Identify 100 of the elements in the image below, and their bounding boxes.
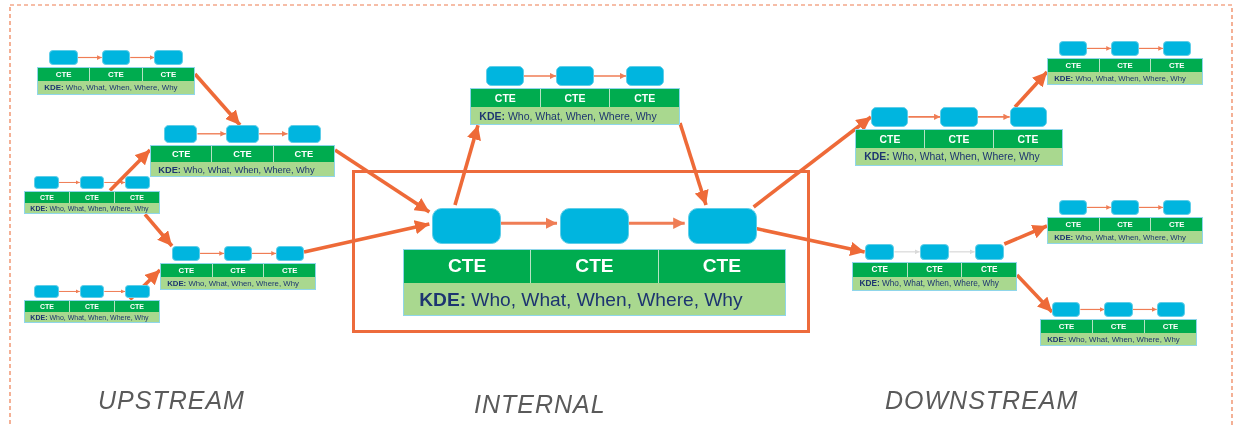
process-box <box>1009 107 1048 127</box>
arrow <box>1015 273 1054 314</box>
process-box <box>79 285 105 298</box>
arrow <box>1138 205 1164 210</box>
cte-kde-table <box>1047 216 1203 244</box>
kde-text: KDE: Who, What, When, Where, Why <box>858 277 1000 290</box>
process-box <box>34 176 59 189</box>
arrow <box>108 148 152 192</box>
process-box <box>1052 302 1081 317</box>
process-box <box>560 208 629 245</box>
cte-kde-table <box>160 262 316 290</box>
kde-text: KDE: Who, What, When, Where, Why <box>863 149 1041 164</box>
cte-kde-table <box>852 261 1017 291</box>
cte-cell: CTE <box>212 145 274 162</box>
cte-kde-table <box>855 129 1063 166</box>
cte-cell: CTE <box>531 249 659 283</box>
cte-cell: CTE <box>925 130 994 148</box>
process-box <box>864 244 895 260</box>
arrow <box>907 113 942 120</box>
cte-cell: CTE <box>907 262 963 277</box>
arrow <box>498 217 558 229</box>
cte-kde-table <box>1047 57 1203 85</box>
process-box <box>1162 41 1192 56</box>
process-box <box>919 244 950 260</box>
arrow <box>752 115 873 209</box>
process-box <box>1110 200 1140 215</box>
arrow <box>948 249 976 255</box>
arrow <box>1079 307 1105 312</box>
process-box <box>49 50 78 65</box>
process-box <box>1156 302 1185 317</box>
arrow <box>128 268 162 301</box>
section-label: DOWNSTREAM <box>885 386 1079 415</box>
arrow <box>1086 46 1112 51</box>
cte-cell: CTE <box>404 249 532 283</box>
cte-cell: CTE <box>994 130 1062 148</box>
cte-cell: CTE <box>856 130 925 148</box>
process-box <box>164 125 198 143</box>
kde-text: KDE: Who, What, When, Where, Why <box>157 163 316 177</box>
cte-kde-table <box>403 248 786 316</box>
arrow <box>1138 46 1164 51</box>
cte-cell: CTE <box>151 145 213 162</box>
section-label: UPSTREAM <box>98 386 245 415</box>
process-box <box>1058 41 1088 56</box>
cte-cell: CTE <box>273 145 334 162</box>
process-box <box>287 125 321 143</box>
arrow <box>251 251 277 256</box>
arrow <box>76 55 103 60</box>
arrow <box>303 220 430 254</box>
process-box <box>974 244 1005 260</box>
section-label: INTERNAL <box>474 390 606 419</box>
arrow <box>58 289 81 294</box>
internal-frame <box>352 170 810 333</box>
arrow <box>523 72 557 80</box>
arrow <box>1132 307 1158 312</box>
kde-text: KDE: Who, What, When, Where, Why <box>478 109 658 125</box>
cte-cell: CTE <box>471 89 541 108</box>
cte-cell: CTE <box>658 249 785 283</box>
process-box <box>34 285 59 298</box>
process-box <box>275 246 305 261</box>
process-box <box>1110 41 1140 56</box>
arrow <box>1013 70 1049 109</box>
process-box <box>1104 302 1133 317</box>
process-box <box>626 66 664 86</box>
arrow <box>453 124 481 206</box>
process-box <box>940 107 978 127</box>
arrow <box>678 122 709 206</box>
cte-kde-table <box>150 144 335 178</box>
process-box <box>223 246 253 261</box>
process-box <box>79 176 105 189</box>
arrow <box>129 55 156 60</box>
arrow <box>593 72 627 80</box>
cte-kde-table <box>37 66 195 95</box>
arrow <box>103 180 126 185</box>
process-box <box>101 50 131 65</box>
cte-cell: CTE <box>962 262 1016 277</box>
cte-kde-table <box>24 299 160 324</box>
cte-cell: CTE <box>540 89 611 108</box>
process-box <box>125 176 150 189</box>
arrow <box>334 148 431 214</box>
process-box <box>171 246 201 261</box>
cte-kde-table <box>1040 318 1197 347</box>
arrow <box>193 72 242 127</box>
cte-kde-table <box>470 88 680 126</box>
process-box <box>225 125 260 143</box>
process-box <box>556 66 594 86</box>
arrow <box>258 131 289 137</box>
cte-cell: CTE <box>853 262 908 277</box>
arrow <box>1086 205 1112 210</box>
arrow <box>976 113 1011 120</box>
process-box <box>432 208 502 245</box>
cte-cell: CTE <box>610 89 679 108</box>
arrow <box>199 251 225 256</box>
arrow <box>1003 224 1048 246</box>
process-box <box>486 66 524 86</box>
arrow <box>196 131 227 137</box>
process-box <box>154 50 183 65</box>
process-box <box>1058 200 1088 215</box>
process-box <box>870 107 909 127</box>
arrow <box>893 249 921 255</box>
kde-text: KDE: Who, What, When, Where, Why <box>418 287 744 312</box>
